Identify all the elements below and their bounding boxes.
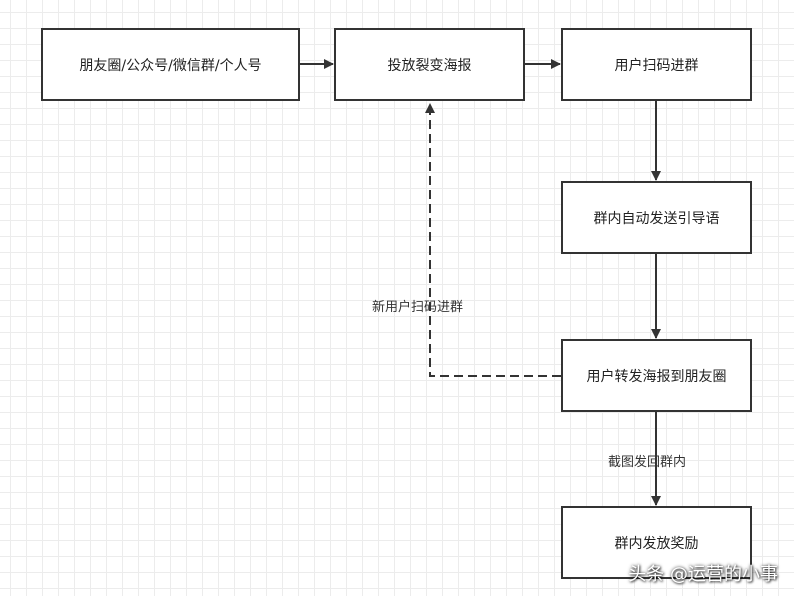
edge-label-new-user-scan: 新用户扫码进群	[372, 300, 464, 315]
node-scan-join-box	[561, 28, 752, 101]
edge-label-screenshot-back: 截图发回群内	[608, 455, 687, 470]
watermark-text: 头条 @运营的小事	[628, 564, 778, 585]
node-auto-message-box	[561, 181, 752, 254]
node-channels-box	[41, 28, 300, 101]
node-reward-box	[561, 506, 752, 579]
edge-share-to-poster-dashed	[425, 103, 561, 377]
node-share-poster-box	[561, 339, 752, 412]
node-poster-box	[334, 28, 525, 101]
